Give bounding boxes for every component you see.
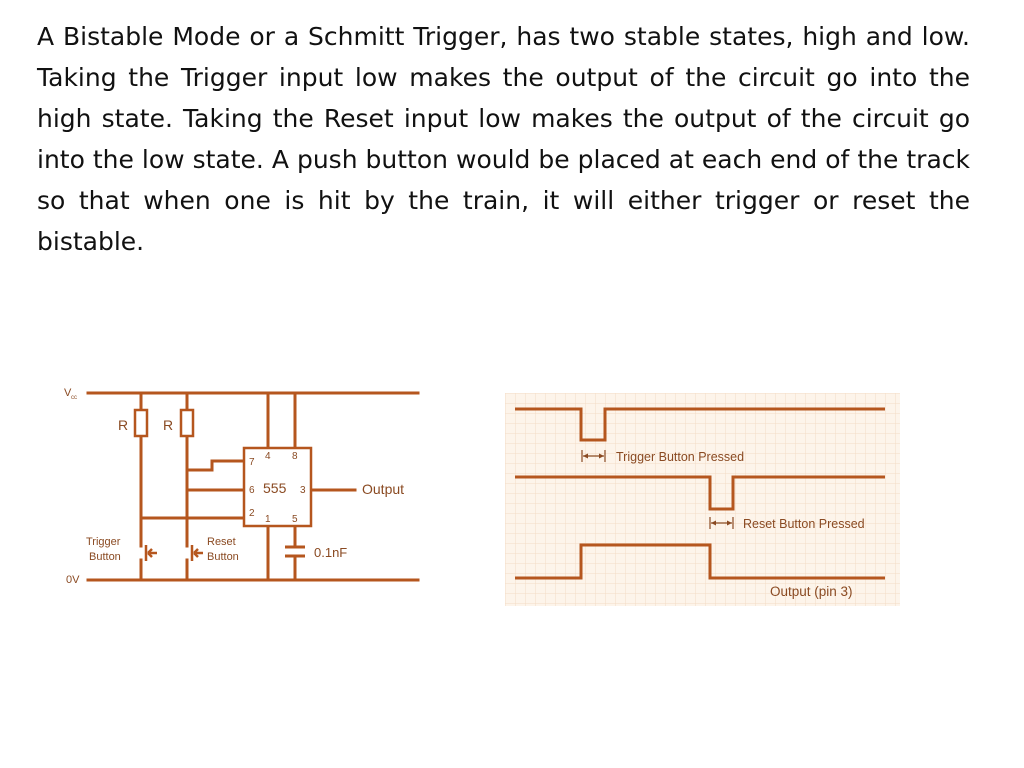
capacitor-symbol <box>285 545 305 558</box>
trigger-waveform <box>515 407 885 442</box>
output-label: Output <box>362 481 404 497</box>
capacitor-label: 0.1nF <box>314 545 347 560</box>
trigger-button-symbol <box>144 545 157 561</box>
output-pin3-label: Output (pin 3) <box>770 584 853 599</box>
reset-button-label-line2: Button <box>207 551 239 563</box>
vcc-subscript: cc <box>71 395 77 401</box>
trigger-button-label-line1: Trigger <box>86 536 121 548</box>
zero-v-label: 0V <box>66 574 80 586</box>
vcc-label: V <box>64 387 72 399</box>
pin-4: 4 <box>265 451 271 462</box>
pin-3: 3 <box>300 485 306 496</box>
pin-1: 1 <box>265 514 271 525</box>
reset-button-label-line1: Reset <box>207 536 236 548</box>
pin-6: 6 <box>249 485 255 496</box>
resistor-2-label: R <box>163 417 173 433</box>
pin-8: 8 <box>292 451 298 462</box>
trigger-button-label-line2: Button <box>89 551 121 563</box>
output-waveform <box>515 543 885 580</box>
timing-diagram: Trigger Button Pressed Reset Button Pres… <box>505 393 900 606</box>
pin-2: 2 <box>249 508 255 519</box>
ic-555-chip <box>242 446 313 528</box>
reset-waveform <box>515 475 885 511</box>
body-paragraph: A Bistable Mode or a Schmitt Trigger, ha… <box>37 22 970 256</box>
pin-7: 7 <box>249 457 255 468</box>
reset-pressed-label: Reset Button Pressed <box>743 517 865 531</box>
resistor-2 <box>179 408 195 438</box>
resistor-1 <box>133 408 149 438</box>
chip-name: 555 <box>263 480 287 496</box>
resistor-1-label: R <box>118 417 128 433</box>
reset-button-symbol <box>190 545 203 561</box>
trigger-pressed-label: Trigger Button Pressed <box>616 450 744 464</box>
pin-5: 5 <box>292 514 298 525</box>
